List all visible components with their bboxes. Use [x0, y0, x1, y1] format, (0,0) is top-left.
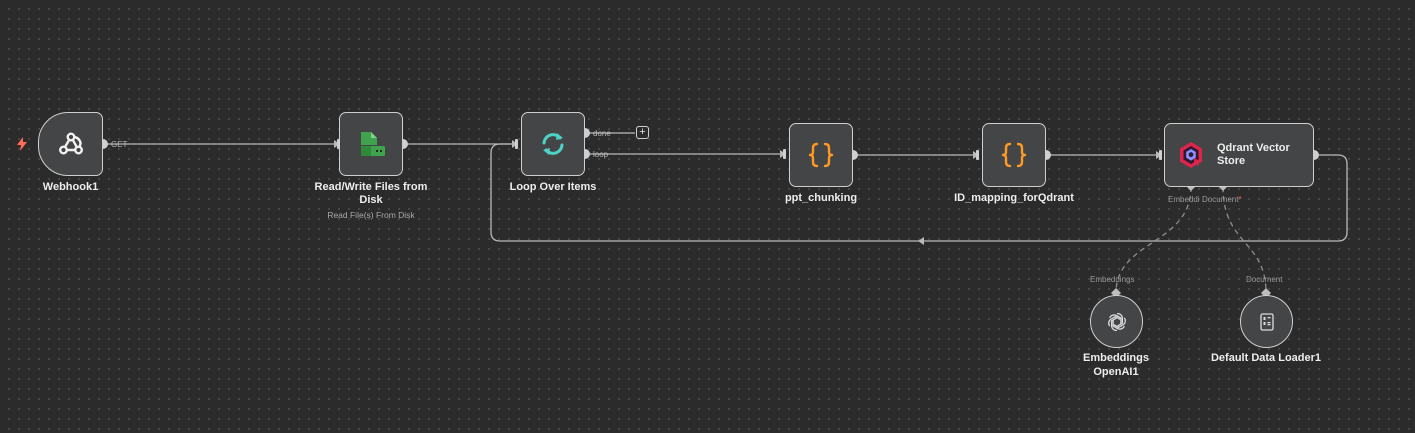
qdrant-embedding-port-label: Embeddi — [1168, 195, 1200, 204]
readwrite-node-title-line1: Read/Write Files from — [314, 181, 428, 193]
qdrant-document-port-label: Document* — [1202, 195, 1242, 204]
embeddings-openai-node[interactable] — [1090, 295, 1143, 348]
readwrite-node-title-line2: Disk — [359, 194, 383, 206]
webhook-node-title: Webhook1 — [42, 181, 99, 193]
loader-node-title: Default Data Loader1 — [1210, 352, 1322, 364]
file-disk-icon — [356, 129, 386, 159]
loop-node-title: Loop Over Items — [509, 181, 597, 193]
default-data-loader-node[interactable] — [1240, 295, 1293, 348]
readwrite-node-subtitle: Read File(s) From Disk — [327, 210, 415, 220]
readwrite-node[interactable] — [339, 112, 403, 176]
code-braces-icon — [999, 140, 1029, 170]
connection-loader-to-qdrant[interactable] — [1222, 186, 1267, 294]
qdrant-node-title-line1: Qdrant Vector — [1217, 142, 1290, 154]
loader-port-label: Document — [1246, 275, 1283, 284]
loop-icon — [538, 129, 568, 159]
id-mapping-node-title: ID_mapping_forQdrant — [954, 192, 1074, 204]
connection-embeddings-to-qdrant[interactable] — [1115, 186, 1192, 294]
qdrant-icon — [1179, 141, 1203, 169]
trigger-bolt-icon — [17, 137, 27, 151]
id-mapping-node[interactable] — [982, 123, 1046, 187]
add-node-button[interactable]: + — [636, 126, 649, 139]
webhook-icon — [56, 129, 86, 159]
embeddings-node-title-line2: OpenAI1 — [1093, 366, 1139, 378]
qdrant-vector-store-node[interactable]: Qdrant Vector Store — [1164, 123, 1314, 187]
openai-icon — [1106, 311, 1128, 333]
qdrant-document-port-text: Document — [1202, 195, 1239, 204]
ppt-chunking-node-title: ppt_chunking — [784, 192, 858, 204]
webhook-node[interactable] — [38, 112, 103, 176]
embeddings-port-label: Embeddings — [1090, 275, 1135, 284]
code-braces-icon — [806, 140, 836, 170]
document-loader-icon — [1259, 312, 1275, 331]
loop-node[interactable] — [521, 112, 585, 176]
required-marker: * — [1238, 195, 1242, 204]
qdrant-node-title-line2: Store — [1217, 155, 1246, 167]
ppt-chunking-node[interactable] — [789, 123, 853, 187]
loop-loop-label: loop — [593, 150, 609, 159]
webhook-method-label: GET — [111, 140, 128, 149]
loop-done-label: done — [593, 129, 611, 138]
embeddings-node-title-line1: Embeddings — [1082, 352, 1149, 364]
